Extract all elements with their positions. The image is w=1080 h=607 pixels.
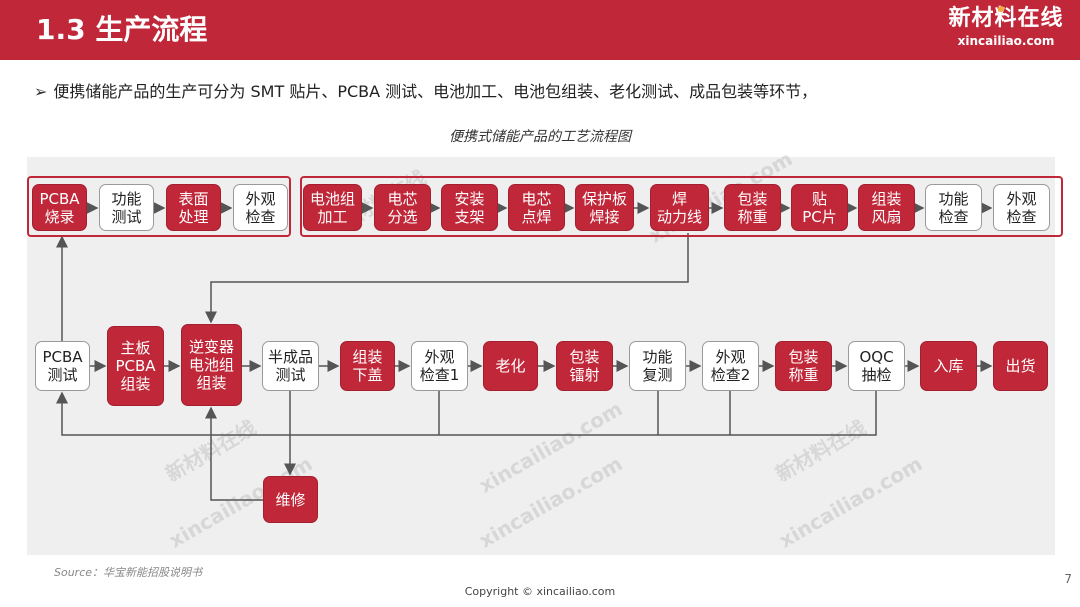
- header-bar: 1.3 生产流程 新材料在线 xincailiao.com: [0, 0, 1080, 60]
- connector-line: [205, 406, 263, 501]
- process-step-box: 入库: [920, 341, 977, 391]
- connector-line: [205, 233, 689, 324]
- process-step-box: 外观 检查: [993, 184, 1050, 231]
- process-step-box: 包装 称重: [724, 184, 781, 231]
- process-step-box: 老化: [483, 341, 538, 391]
- process-step-box: 电池组 加工: [303, 184, 362, 231]
- process-step-box: 主板 PCBA 组装: [107, 326, 164, 406]
- process-step-box: 焊 动力线: [650, 184, 709, 231]
- process-step-box: 外观 检查: [233, 184, 288, 231]
- process-step-box: 表面 处理: [166, 184, 221, 231]
- brand-logo: 新材料在线 xincailiao.com: [946, 4, 1066, 56]
- process-step-box: 组装 风扇: [858, 184, 915, 231]
- repair-step-box: 维修: [263, 476, 318, 523]
- page-title: 1.3 生产流程: [36, 13, 208, 46]
- process-step-box: 安装 支架: [441, 184, 498, 231]
- logo-text-en: xincailiao.com: [957, 34, 1055, 48]
- arrow-bullet-icon: ➢: [34, 82, 48, 101]
- process-step-box: 外观 检查1: [411, 341, 468, 391]
- process-step-box: PCBA 烧录: [32, 184, 87, 231]
- process-step-box: 电芯 点焊: [508, 184, 565, 231]
- intro-text: 便携储能产品的生产可分为 SMT 贴片、PCBA 测试、电池加工、电池包组装、老…: [53, 82, 818, 101]
- process-step-box: 出货: [993, 341, 1048, 391]
- process-step-box: 电芯 分选: [374, 184, 431, 231]
- process-step-box: 功能 复测: [629, 341, 686, 391]
- process-step-box: PCBA 测试: [35, 341, 90, 391]
- process-step-box: 功能 检查: [925, 184, 982, 231]
- copyright-text: Copyright © xincailiao.com: [464, 585, 616, 598]
- process-step-box: 功能 测试: [99, 184, 154, 231]
- diagram-title: 便携式储能产品的工艺流程图: [449, 129, 631, 145]
- battery-process-group: [300, 176, 1063, 237]
- source-note: Source：华宝新能招股说明书: [54, 566, 203, 579]
- intro-bullet: ➢ 便携储能产品的生产可分为 SMT 贴片、PCBA 测试、电池加工、电池包组装、…: [34, 82, 817, 102]
- logo-text-cn: 新材料在线: [948, 6, 1064, 31]
- logo-dot-icon: [998, 6, 1004, 12]
- process-step-box: 保护板 焊接: [575, 184, 634, 231]
- process-step-box: 包装 称重: [775, 341, 832, 391]
- process-step-box: 包装 镭射: [556, 341, 613, 391]
- process-step-box: 半成品 测试: [262, 341, 319, 391]
- process-step-box: 贴 PC片: [791, 184, 848, 231]
- process-step-box: 组装 下盖: [340, 341, 395, 391]
- pcba-process-group: [27, 176, 291, 237]
- process-step-box: 逆变器 电池组 组装: [181, 324, 242, 406]
- process-step-box: 外观 检查2: [702, 341, 759, 391]
- process-step-box: OQC 抽检: [848, 341, 905, 391]
- page-number: 7: [1064, 572, 1072, 586]
- connector-line: [56, 391, 877, 436]
